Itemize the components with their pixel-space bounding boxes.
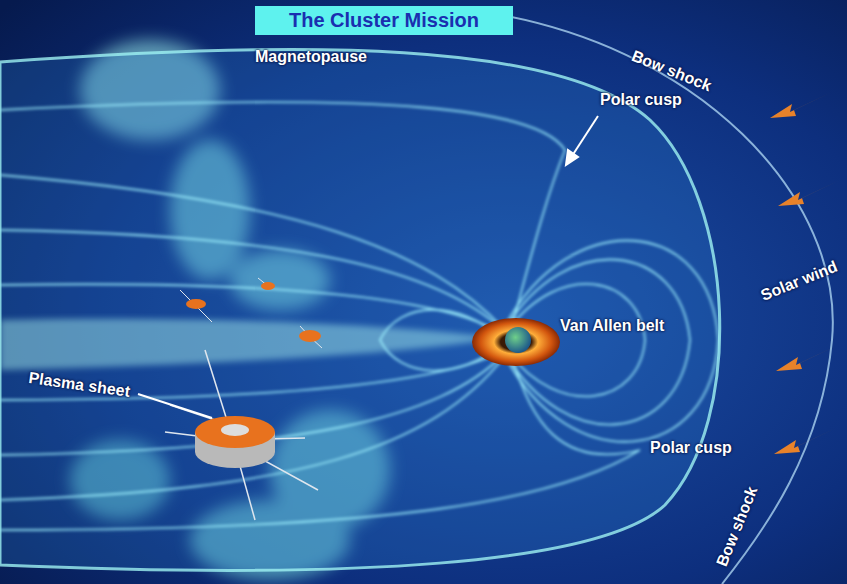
plasma-sheet-band xyxy=(0,319,500,370)
region-label: Polar cusp xyxy=(650,438,732,457)
cluster-satellites xyxy=(165,278,322,520)
earth xyxy=(505,327,531,353)
region-label: Polar cusp xyxy=(600,90,682,109)
region-label: Magnetopause xyxy=(255,47,367,66)
magnetopause-surface xyxy=(0,49,720,570)
leader-lines xyxy=(138,116,598,418)
van-allen-belt xyxy=(472,318,560,366)
title-banner: The Cluster Mission xyxy=(255,6,513,35)
field-lines xyxy=(0,102,718,530)
region-label: Van Allen belt xyxy=(560,316,664,335)
